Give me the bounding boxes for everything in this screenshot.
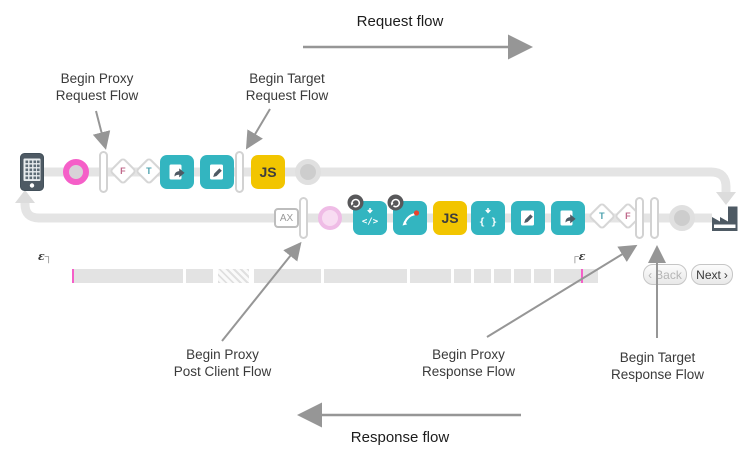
proxy-request-flow-bar[interactable] bbox=[99, 151, 108, 193]
proxy-response-flow-bar[interactable] bbox=[635, 197, 644, 239]
timeline-gap bbox=[551, 269, 554, 283]
next-button-label: Next bbox=[696, 267, 721, 282]
annotation-begin-proxy-request-flow: Begin Proxy Request Flow bbox=[55, 71, 139, 104]
pointer-begin-target-request bbox=[245, 108, 271, 150]
condition-true-letter: T bbox=[599, 211, 605, 221]
js-label: JS bbox=[441, 210, 459, 226]
factory-icon[interactable] bbox=[710, 204, 740, 237]
timeline-hatched-segment bbox=[216, 269, 251, 283]
timeline-gap bbox=[471, 269, 474, 283]
edit-message-policy[interactable] bbox=[511, 201, 545, 235]
braces-variables-icon: { } bbox=[479, 208, 497, 228]
pointer-begin-proxy-request bbox=[92, 110, 111, 150]
next-button[interactable]: Next› bbox=[691, 264, 733, 285]
pointer-begin-proxy-response bbox=[486, 244, 638, 338]
response-flow-label: Response flow bbox=[350, 429, 450, 446]
js-script-policy[interactable]: JS bbox=[433, 201, 467, 235]
timeline-gap bbox=[213, 269, 216, 283]
target-request-flow-bar[interactable] bbox=[235, 151, 244, 193]
assign-variables-policy[interactable]: { } bbox=[471, 201, 505, 235]
condition-false-letter: F bbox=[120, 166, 126, 176]
back-button-label: Back bbox=[655, 267, 682, 282]
annotation-begin-proxy-response-flow: Begin Proxy Response Flow bbox=[421, 347, 516, 380]
proxy-request-start-marker[interactable] bbox=[63, 159, 89, 185]
timeline-cursor-tick bbox=[581, 269, 583, 283]
timeline-gap bbox=[491, 269, 494, 283]
pencil-edit-icon bbox=[521, 210, 534, 226]
forward-message-policy[interactable] bbox=[160, 155, 194, 189]
condition-true-diamond[interactable]: T bbox=[134, 156, 164, 186]
condition-true-diamond[interactable]: T bbox=[587, 201, 617, 231]
mobile-phone-icon[interactable] bbox=[20, 153, 44, 196]
analytics-label: AX bbox=[279, 212, 294, 224]
timeline-cursor-tick bbox=[72, 269, 74, 283]
back-button[interactable]: ‹Back bbox=[643, 264, 687, 285]
timeline-gap bbox=[321, 269, 324, 283]
condition-false-letter: F bbox=[625, 211, 631, 221]
forward-message-icon bbox=[560, 210, 576, 226]
analytics-step[interactable]: AX bbox=[274, 208, 299, 228]
edit-message-policy[interactable] bbox=[200, 155, 234, 189]
target-response-flow-bar[interactable] bbox=[650, 197, 659, 239]
forward-message-policy[interactable] bbox=[551, 201, 585, 235]
pencil-edit-icon bbox=[210, 164, 223, 180]
condition-true-letter: T bbox=[146, 166, 152, 176]
timeline-start-marker: ε┐ bbox=[38, 250, 53, 263]
post-client-flow-bar[interactable] bbox=[299, 197, 308, 239]
annotation-begin-target-request-flow: Begin Target Request Flow bbox=[245, 71, 329, 104]
condition-false-diamond[interactable]: F bbox=[108, 156, 138, 186]
response-flow-start-marker[interactable] bbox=[318, 206, 342, 230]
svg-text:</>: </> bbox=[362, 217, 379, 227]
js-script-policy[interactable]: JS bbox=[251, 155, 285, 189]
js-label: JS bbox=[259, 164, 277, 180]
refresh-loop-icon bbox=[347, 194, 364, 216]
timeline-gap bbox=[451, 269, 454, 283]
annotation-begin-target-response-flow: Begin Target Response Flow bbox=[610, 350, 705, 383]
request-flow-label: Request flow bbox=[356, 13, 444, 30]
request-flow-end-marker[interactable] bbox=[295, 159, 321, 185]
timeline-end-marker: ┌ε bbox=[571, 250, 586, 263]
chevron-right-icon: › bbox=[723, 267, 728, 282]
timeline-gap bbox=[531, 269, 534, 283]
refresh-loop-icon bbox=[387, 194, 404, 216]
timeline-gap bbox=[251, 269, 254, 283]
trace-timeline-bar[interactable] bbox=[72, 269, 598, 283]
timeline-gap bbox=[407, 269, 410, 283]
chevron-left-icon: ‹ bbox=[648, 267, 653, 282]
annotation-begin-proxy-post-client-flow: Begin Proxy Post Client Flow bbox=[173, 347, 272, 380]
svg-text:{ }: { } bbox=[479, 217, 497, 228]
response-flow-end-marker[interactable] bbox=[669, 205, 695, 231]
forward-message-icon bbox=[169, 164, 185, 180]
timeline-gap bbox=[511, 269, 514, 283]
pointer-begin-proxy-post-client bbox=[221, 241, 302, 342]
timeline-gap bbox=[183, 269, 186, 283]
